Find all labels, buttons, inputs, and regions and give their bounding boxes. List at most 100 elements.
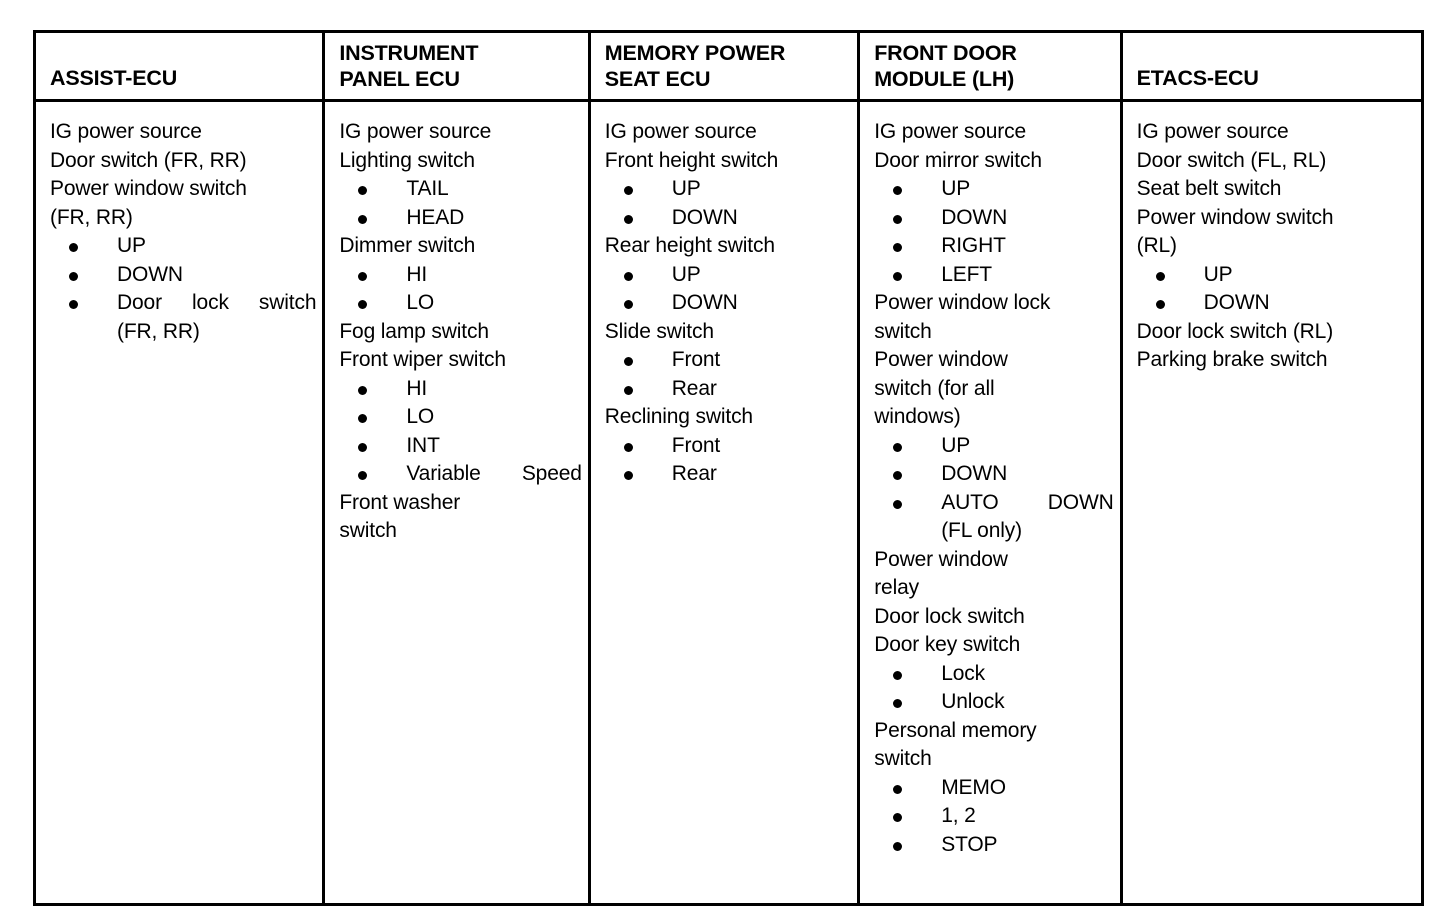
signal-sub-item: UP (605, 261, 851, 290)
signal-sub-item: Unlock (874, 688, 1113, 717)
signal-sub-item: HI (339, 375, 581, 404)
bullet-icon (893, 670, 903, 680)
signal-entry-label: Door key switch (874, 633, 1021, 656)
bullet-icon (893, 813, 903, 822)
signal-sub-item-label: UP (941, 433, 971, 457)
signal-sub-item: LO (339, 403, 581, 432)
signal-entry-label: Door mirror switch (874, 148, 1042, 172)
signal-entry-label-cont: switch (for all (874, 376, 995, 400)
signal-sub-item: Lock (874, 660, 1113, 689)
signal-sub-item-label: LO (406, 291, 435, 314)
signal-sub-item: Front (605, 346, 851, 375)
signal-sub-item-label: UP (671, 262, 701, 286)
signal-entry-label: Door lock switch (RL) (1136, 319, 1334, 343)
signal-entry-label: Reclining switch (604, 405, 753, 428)
column-header-line: PANEL ECU (339, 67, 460, 91)
bullet-icon (358, 414, 368, 423)
signal-entry: Fog lamp switch (339, 318, 581, 347)
signal-sub-list: UP DOWN (605, 261, 851, 318)
signal-entry: IG power source (1137, 118, 1415, 147)
bullet-icon (623, 385, 633, 395)
column-header-line: MODULE (LH) (874, 67, 1015, 91)
bullet-icon (893, 271, 903, 281)
signal-sub-item-label: DOWN (941, 462, 1008, 485)
signal-sub-item-label: HI (406, 262, 428, 286)
signal-sub-item-label: UP (117, 234, 146, 257)
signal-sub-item: Door lock switch (FR, RR) (50, 289, 317, 346)
signal-sub-item-label: Front (671, 433, 721, 457)
signal-entry: Door lock switch (874, 603, 1113, 632)
signal-entry-label: Seat belt switch (1136, 177, 1282, 200)
bullet-icon (358, 300, 368, 309)
bullet-icon (623, 357, 633, 366)
signal-entry: IG power source (874, 118, 1113, 147)
bullet-icon (358, 385, 368, 395)
signal-sub-item: Front (605, 432, 851, 461)
signal-sub-item-label: DOWN (941, 205, 1008, 229)
column-header-line: ETACS-ECU (1136, 66, 1259, 90)
signal-sub-item: TAIL (339, 175, 581, 204)
signal-entry-label: Power window (874, 547, 1008, 571)
bullet-icon (358, 442, 368, 452)
signal-entry-label: Front height switch (604, 148, 779, 172)
bullet-icon (893, 442, 903, 452)
column-header-etacs-ecu: ETACS-ECU (1122, 33, 1421, 102)
signal-sub-item: DOWN (874, 204, 1113, 233)
signal-entry-label-cont: (FR, RR) (50, 205, 133, 229)
signal-sub-item: UP (874, 175, 1113, 204)
signal-entry-label-cont: (RL) (1136, 234, 1177, 257)
signal-sub-item: UP (605, 175, 851, 204)
signal-sub-item: STOP (874, 831, 1113, 860)
signal-sub-item-label-cont: (FR, RR) (117, 319, 200, 343)
bullet-icon (893, 186, 903, 195)
bullet-icon (623, 471, 633, 480)
bullet-icon (623, 186, 633, 195)
signal-sub-item-label: MEMO (941, 775, 1006, 799)
signal-sub-item-label: Rear (671, 462, 717, 485)
bullet-icon (358, 186, 368, 195)
signal-sub-item: DOWN (605, 289, 851, 318)
signal-entry-label-cont: windows) (874, 405, 961, 428)
signal-entry-label: Door switch (FR, RR) (50, 148, 247, 172)
bullet-icon (69, 271, 78, 281)
signal-entry-label: IG power source (339, 120, 492, 143)
signal-sub-item-label: HEAD (406, 205, 465, 229)
signal-sub-item: 1, 2 (874, 802, 1113, 831)
signal-entry-label: IG power source (1136, 120, 1289, 143)
signal-entry-label: Rear height switch (604, 234, 775, 257)
signal-sub-item-label: Door lock switch (117, 291, 317, 314)
bullet-icon (1155, 300, 1165, 309)
signal-sub-item: DOWN (605, 204, 851, 233)
signal-entry: Parking brake switch (1137, 346, 1415, 375)
bullet-icon (69, 300, 78, 309)
bullet-icon (893, 784, 903, 794)
signal-sub-item: HEAD (339, 204, 581, 233)
signal-sub-item: HI (339, 261, 581, 290)
signal-sub-item-label: Front (671, 348, 721, 371)
signal-entry: IG power source (605, 118, 851, 147)
signal-entry-label: Door lock switch (874, 604, 1025, 628)
signal-sub-item: RIGHT (874, 232, 1113, 261)
